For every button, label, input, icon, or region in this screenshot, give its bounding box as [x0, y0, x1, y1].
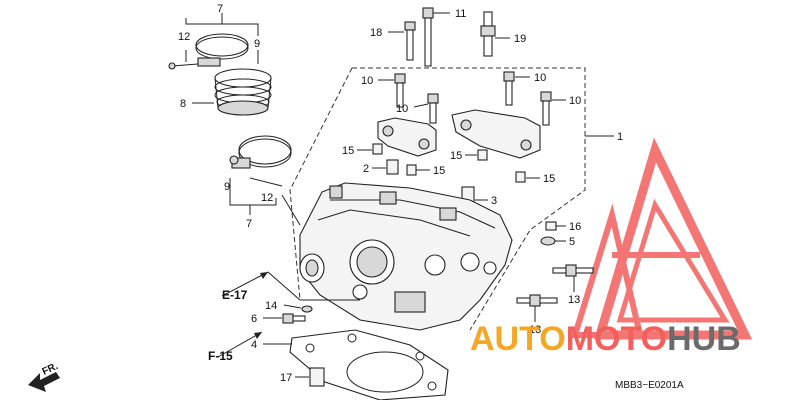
stud-13-b: [516, 294, 558, 307]
callout-10-a: 10: [361, 75, 373, 87]
callout-17: 17: [280, 372, 292, 384]
callout-10-d: 10: [569, 95, 581, 107]
callout-5: 5: [569, 236, 575, 248]
callout-8: 8: [180, 98, 186, 110]
callout-6: 6: [251, 313, 257, 325]
intake-clamp-lower: [229, 135, 292, 187]
reference-f15: F-15: [208, 349, 233, 363]
stud-13-a: [552, 264, 594, 277]
callout-12-bottom: 12: [261, 192, 273, 204]
callout-9-bottom: 9: [224, 181, 230, 193]
bolt-10-a: [394, 73, 406, 108]
watermark-text: AUTOMOTOHUB: [470, 320, 741, 358]
spark-plug: [480, 11, 496, 57]
watermark-hub: HUB: [667, 320, 741, 358]
intake-clamp-upper: [168, 33, 249, 70]
callout-9-top: 9: [254, 38, 260, 50]
dowel-15-c: [406, 164, 417, 176]
callout-3: 3: [491, 195, 497, 207]
callout-11: 11: [455, 8, 466, 20]
reference-e17: E-17: [222, 288, 248, 302]
callout-4: 4: [251, 339, 257, 351]
dowel-2: [386, 159, 399, 175]
oil-orifice-16: [545, 221, 557, 231]
bolt-10-b: [427, 93, 439, 124]
dowel-15-a: [372, 143, 383, 155]
callout-14: 14: [265, 300, 277, 312]
cylinder-head: [299, 182, 513, 331]
callout-15-d: 15: [543, 173, 555, 185]
front-direction-arrow: [28, 372, 60, 392]
rocker-holder-left: [377, 117, 437, 157]
callout-7-top: 7: [217, 3, 223, 15]
dowel-15-d: [515, 171, 526, 183]
callout-10-c: 10: [534, 72, 546, 84]
callout-13-a: 13: [568, 294, 580, 306]
callout-10-b: 10: [396, 103, 408, 115]
callout-18: 18: [370, 27, 382, 39]
dowel-17: [309, 367, 325, 387]
diagram-code: MBB3−E0201A: [615, 380, 684, 391]
head-gasket: [289, 329, 449, 400]
bolt-10-d: [540, 91, 552, 126]
rocker-holder-right: [451, 109, 541, 159]
watermark-logo: [570, 137, 753, 340]
callout-15-a: 15: [342, 145, 354, 157]
watermark-auto: AUTO: [470, 320, 566, 358]
intake-insulator: [214, 68, 272, 116]
bolt-18: [404, 21, 416, 61]
watermark-moto: MOTO: [566, 320, 667, 358]
callout-13-b: 13: [529, 324, 541, 336]
bolt-11: [422, 7, 434, 67]
callout-7-bottom: 7: [246, 218, 252, 230]
callout-1: 1: [617, 131, 623, 143]
bolt-10-c: [503, 71, 515, 106]
washer-14: [301, 305, 313, 313]
callout-15-b: 15: [450, 150, 462, 162]
dowel-15-b: [477, 149, 488, 161]
callout-2: 2: [363, 163, 369, 175]
callout-16: 16: [569, 221, 581, 233]
callout-15-c: 15: [433, 165, 445, 177]
bolt-6: [282, 313, 306, 324]
callout-12-top: 12: [178, 31, 190, 43]
callout-19: 19: [514, 33, 526, 45]
o-ring-5: [540, 236, 556, 246]
